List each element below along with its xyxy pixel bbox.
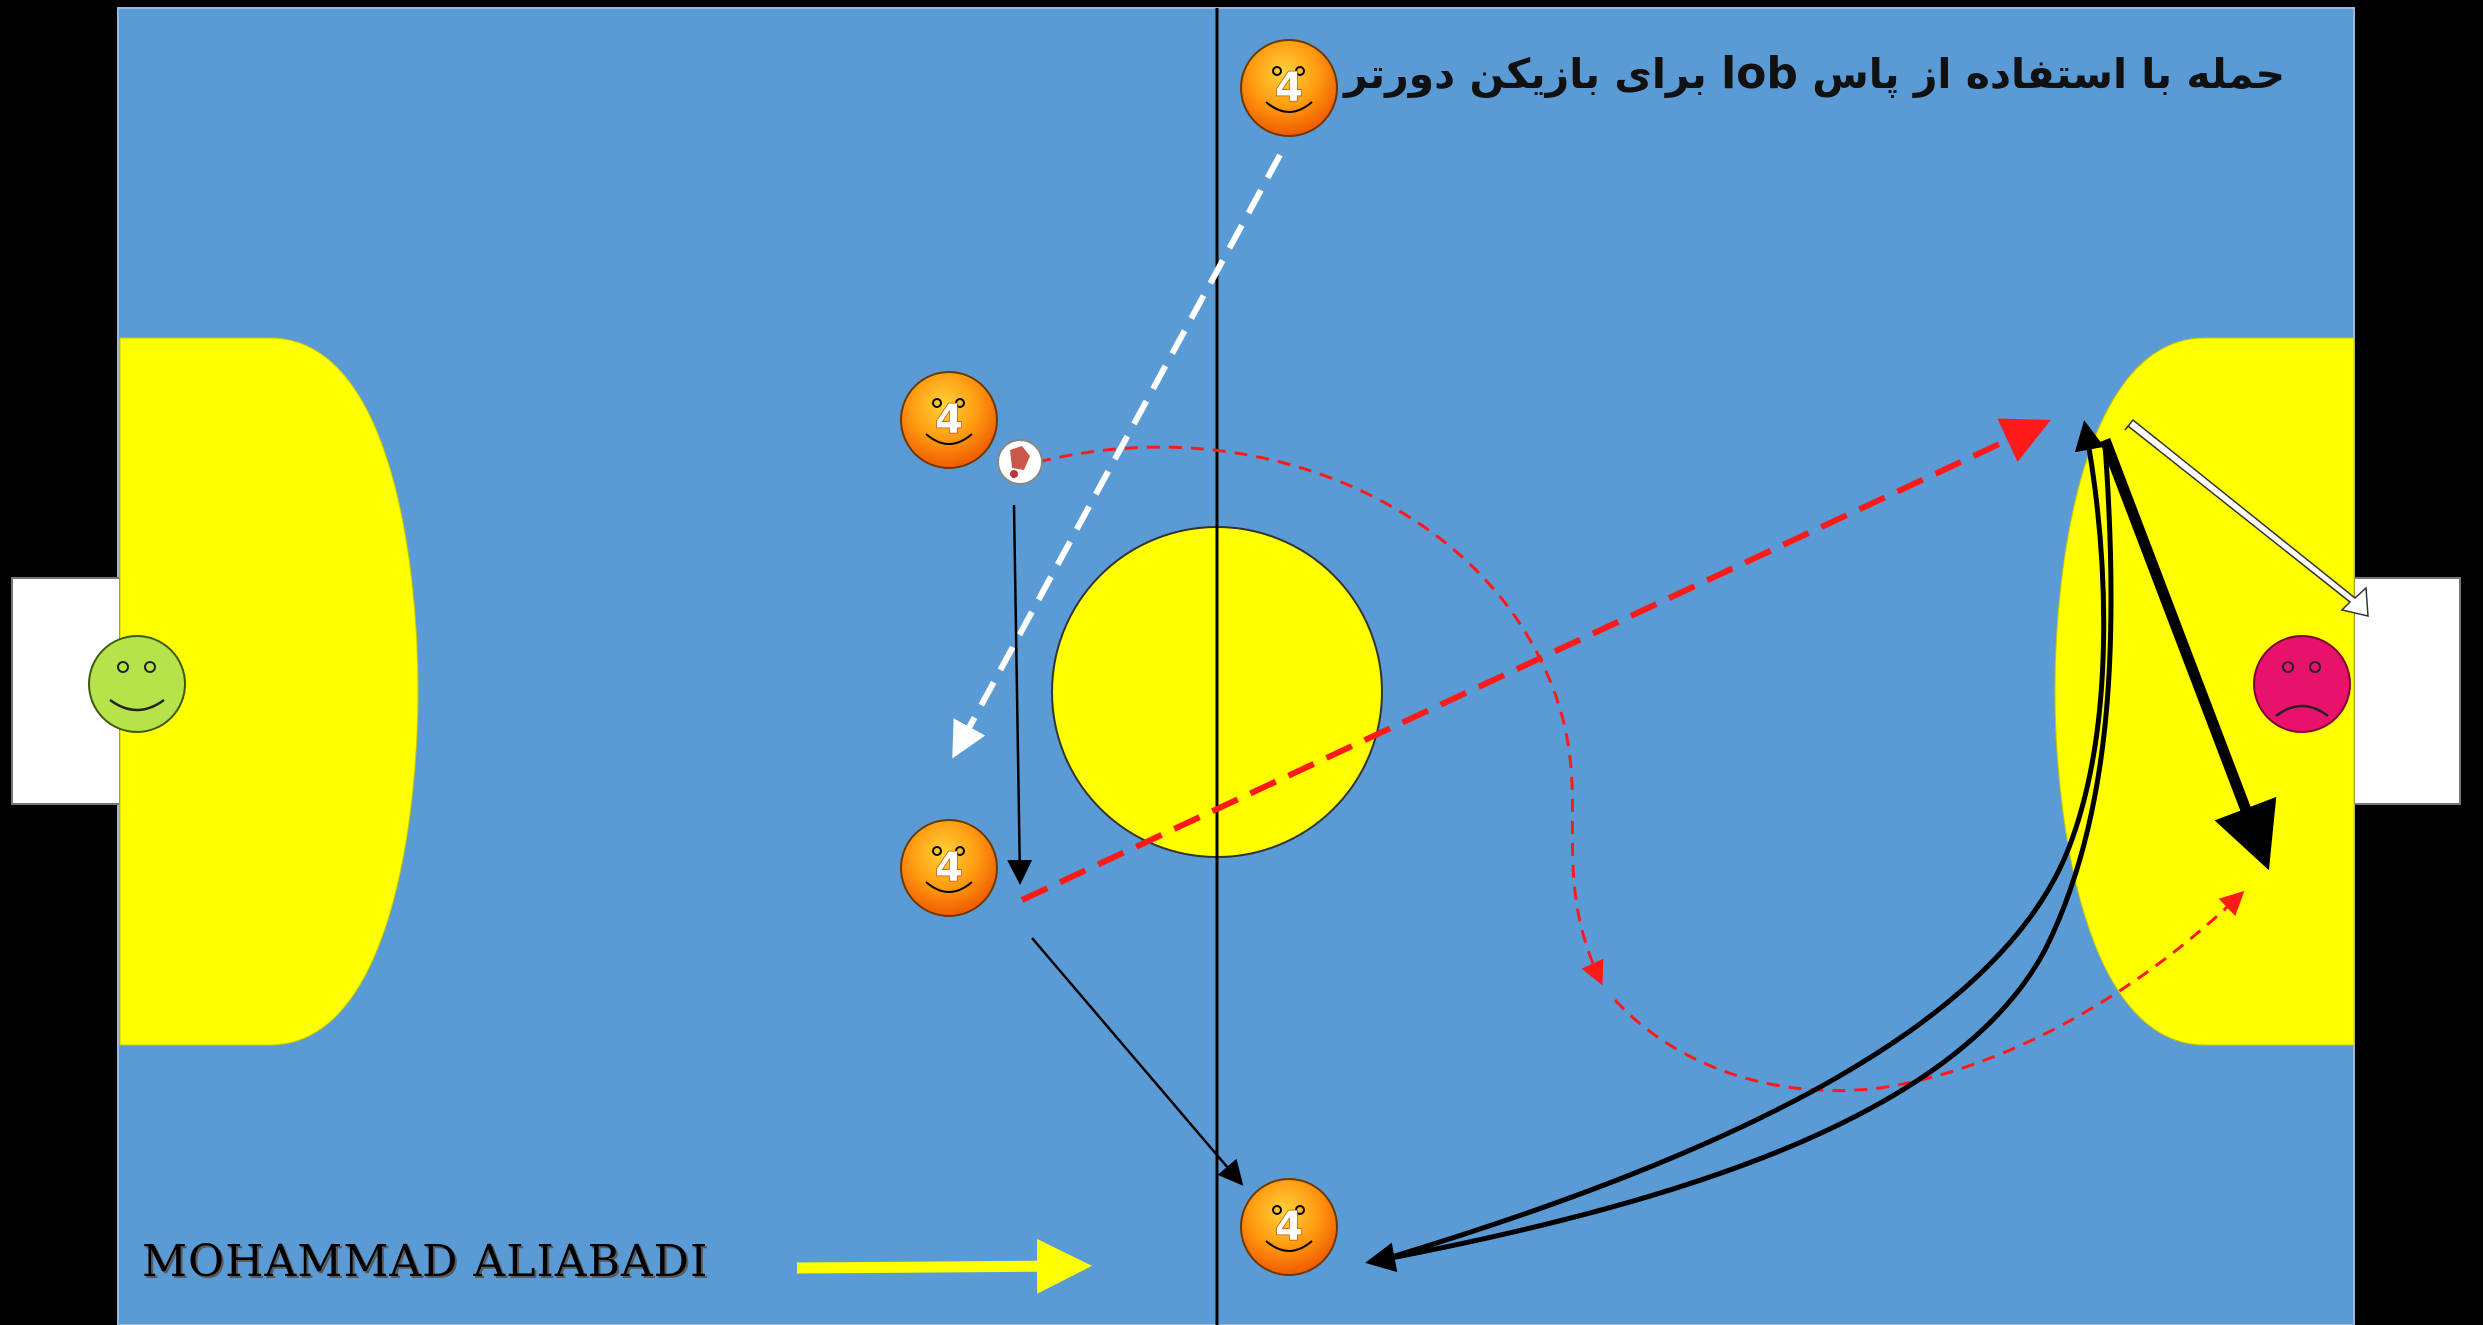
lob-pass-arrow <box>1020 418 2051 903</box>
title-highlight: lob <box>1721 48 1798 99</box>
pass-arrow-down <box>1007 504 1033 885</box>
title-part-after: برای بازیکن دورتر <box>1344 50 1707 98</box>
player-attacker-left-lower[interactable]: 4 <box>900 819 998 917</box>
pass-arrow-diagonal <box>1031 937 1244 1186</box>
frown-icon[interactable] <box>2253 635 2351 733</box>
player-number: 4 <box>1275 65 1303 111</box>
player-number: 4 <box>935 845 963 891</box>
author-credit: MOHAMMAD ALIABADI <box>142 1236 709 1287</box>
title-part-before: حمله با استفاده از پاس <box>1812 50 2285 98</box>
goal-right <box>2353 577 2461 805</box>
return-arrow-curved <box>1365 444 2114 1273</box>
diagram-title: حمله با استفاده از پاس lob برای بازیکن د… <box>1344 48 2285 99</box>
player-run-arrow-curved <box>1374 420 2107 1265</box>
hollow-arrow <box>2124 418 2369 617</box>
movement-arrow-red-curved <box>1037 445 1604 986</box>
player-number: 4 <box>935 397 963 443</box>
penalty-area-left <box>119 337 419 1046</box>
run-arrow-white <box>952 153 1283 759</box>
player-attacker-left-upper[interactable]: 4 <box>900 371 998 469</box>
player-attacker-bottom[interactable]: 4 <box>1240 1178 1338 1276</box>
player-number: 4 <box>1275 1204 1303 1250</box>
player-attacker-top[interactable]: 4 <box>1240 39 1338 137</box>
ball-icon <box>997 439 1043 485</box>
movement-arrow-red-bottom <box>1613 890 2245 1093</box>
shot-arrow <box>2099 438 2277 871</box>
attack-direction-arrow <box>796 1238 1092 1294</box>
smiley-icon[interactable] <box>88 635 186 733</box>
